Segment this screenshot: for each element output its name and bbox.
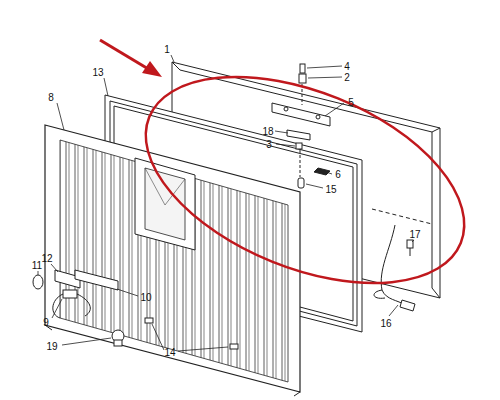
door-panel (45, 125, 300, 396)
callout-number: 8 (47, 92, 55, 103)
callout-number: 6 (334, 169, 342, 180)
callout-number: 10 (139, 292, 152, 303)
callout-number: 19 (45, 341, 58, 352)
heater-wire (374, 225, 415, 311)
callout-number: 15 (324, 184, 337, 195)
callout-number: 18 (261, 126, 274, 137)
light-assembly (33, 270, 238, 349)
callout-number: 1 (163, 44, 171, 55)
callout-number: 17 (408, 229, 421, 240)
leader-lines (38, 55, 414, 351)
highlight (100, 35, 494, 324)
callout-number: 2 (343, 72, 351, 83)
callout-number: 12 (40, 253, 53, 264)
callout-number: 16 (379, 318, 392, 329)
callout-number: 11 (31, 260, 43, 271)
callout-number: 4 (343, 61, 351, 72)
callout-number: 9 (42, 317, 50, 328)
callout-number: 5 (347, 97, 355, 108)
callout-number: 13 (91, 67, 104, 78)
callout-number: 14 (163, 347, 176, 358)
callout-number: 3 (265, 139, 273, 150)
